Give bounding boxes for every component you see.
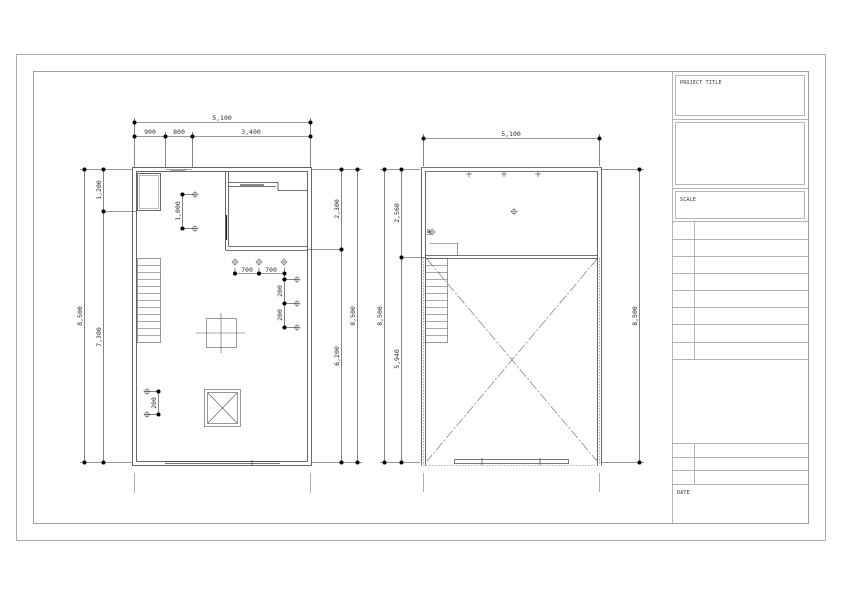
dim-left-top: 1,200 bbox=[95, 180, 103, 200]
outer-border bbox=[16, 54, 826, 541]
dim-seg-a: 900 bbox=[144, 128, 156, 136]
project-title-label: PROJECT TITLE bbox=[680, 80, 722, 86]
title-block bbox=[672, 71, 809, 524]
dim-right-plan-right-overall: 8,500 bbox=[631, 306, 639, 326]
dim-right-upper: 2,300 bbox=[333, 199, 341, 219]
dim-v200-b: 200 bbox=[276, 309, 284, 321]
left-plan-markers bbox=[143, 190, 301, 419]
scale-label: SCALE bbox=[680, 197, 696, 203]
dim-v200-a: 200 bbox=[276, 285, 284, 297]
dim-seg-c: 3,400 bbox=[241, 128, 261, 136]
dim-right-plan-left-upper: 2,560 bbox=[393, 203, 401, 223]
dim-h700-a: 700 bbox=[241, 266, 253, 274]
right-floor-plan bbox=[421, 167, 602, 492]
dim-overall-width-left: 5,100 bbox=[212, 114, 232, 122]
dim-overall-width-right: 5,100 bbox=[501, 130, 521, 138]
inner-border bbox=[33, 71, 809, 524]
dim-inner-vertical: 1,000 bbox=[174, 201, 182, 221]
left-plan-dim-ticks bbox=[82, 120, 360, 465]
dim-right-plan-left-lower: 5,940 bbox=[393, 349, 401, 369]
dim-h700-b: 700 bbox=[265, 266, 277, 274]
stair-up-label: UP bbox=[427, 229, 433, 235]
dim-right-overall: 8,500 bbox=[349, 306, 357, 326]
dim-left-overall: 8,500 bbox=[76, 306, 84, 326]
dim-seg-b: 800 bbox=[173, 128, 185, 136]
right-plan-dimensions bbox=[380, 134, 644, 463]
dim-right-plan-left-overall: 8,500 bbox=[376, 306, 384, 326]
left-plan-dimensions bbox=[80, 118, 362, 463]
date-label: DATE bbox=[677, 490, 690, 496]
dim-v200-c: 200 bbox=[150, 397, 158, 409]
dim-left-inner: 7,300 bbox=[95, 327, 103, 347]
dim-right-lower: 6,200 bbox=[333, 346, 341, 366]
left-floor-plan bbox=[132, 167, 312, 493]
